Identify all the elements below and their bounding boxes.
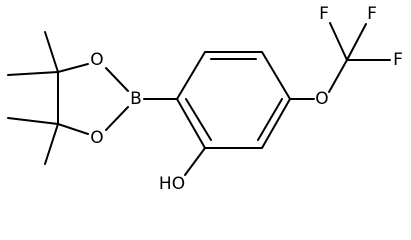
atom-oxygen-ether-label: O bbox=[315, 89, 328, 109]
bond-lines bbox=[7, 22, 391, 176]
bond-c-f-right bbox=[346, 23, 367, 61]
chemical-structure-diagram: B O O O HO F F F bbox=[7, 4, 403, 194]
bond-methyl-2 bbox=[7, 71, 59, 76]
atom-oxygen-ring-bottom-label: O bbox=[90, 128, 103, 148]
bond-c-f-left bbox=[329, 22, 348, 61]
bond-b-o-bottom bbox=[105, 106, 129, 131]
bond-ring-6 bbox=[176, 98, 206, 149]
atom-fluorine-left-label: F bbox=[319, 4, 329, 24]
atom-hydroxyl-label: HO bbox=[159, 174, 185, 194]
bond-b-o-top bbox=[105, 67, 129, 92]
bond-ring-4 bbox=[261, 98, 291, 149]
bond-ring-1 bbox=[176, 51, 206, 100]
bond-methyl-1 bbox=[44, 31, 59, 73]
atom-fluorine-bottom-label: F bbox=[393, 50, 403, 70]
bond-methyl-4 bbox=[44, 123, 59, 165]
bond-o-c-top bbox=[57, 63, 89, 73]
atom-fluorine-right-label: F bbox=[367, 4, 377, 24]
bond-o-c-bottom bbox=[57, 123, 89, 135]
bond-ring-3 bbox=[261, 51, 291, 100]
atom-boron-label: B bbox=[130, 89, 142, 109]
bond-ring-4-inner bbox=[257, 98, 283, 141]
bond-c-oh bbox=[184, 147, 206, 176]
bond-ring-6-inner bbox=[185, 98, 212, 141]
atom-labels: B O O O HO F F F bbox=[90, 4, 403, 194]
bond-methyl-3 bbox=[7, 117, 59, 125]
bond-o-cf3 bbox=[328, 59, 348, 93]
atom-oxygen-ring-top-label: O bbox=[90, 50, 103, 70]
